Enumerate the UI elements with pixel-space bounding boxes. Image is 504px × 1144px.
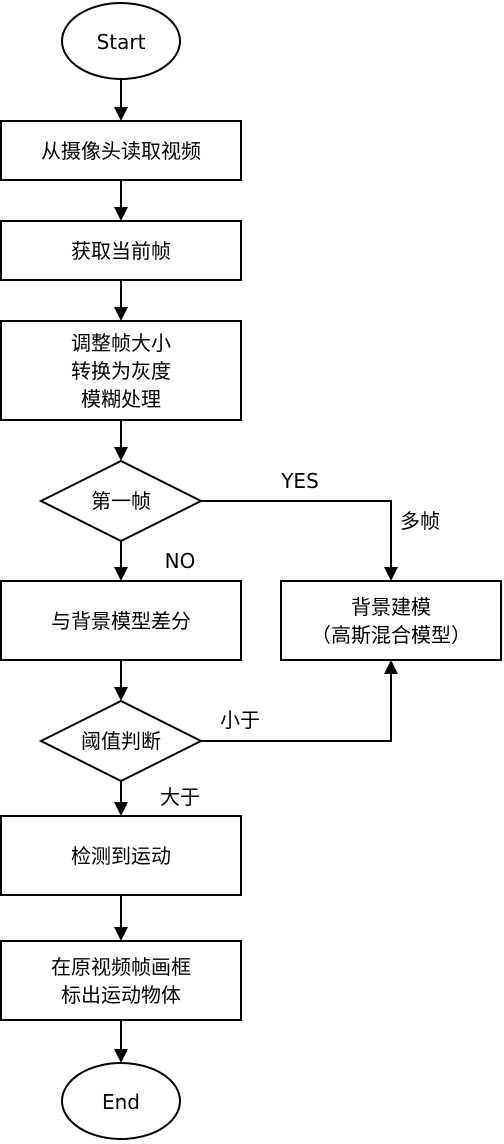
draw-box-line-1: 在原视频帧画框 xyxy=(51,955,191,979)
diff-label: 与背景模型差分 xyxy=(51,609,191,633)
edge-threshold-greater-to-detect xyxy=(114,781,128,816)
edge-preprocess-to-first-frame xyxy=(114,420,128,461)
edge-label-no: NO xyxy=(165,549,196,573)
first-frame-decision: 第一帧 xyxy=(38,459,204,543)
get-frame-label: 获取当前帧 xyxy=(71,239,171,263)
edge-read-to-get-frame xyxy=(114,180,128,221)
edge-draw-box-to-end xyxy=(114,1020,128,1063)
end-label: End xyxy=(102,1090,140,1114)
bg-model-line-2: （高斯混合模型） xyxy=(311,623,471,647)
edge-detect-to-draw-box xyxy=(114,895,128,941)
preprocess-node: 调整帧大小 转换为灰度 模糊处理 xyxy=(0,320,242,421)
start-label: Start xyxy=(97,30,146,54)
edge-label-multi-frame: 多帧 xyxy=(400,509,440,533)
threshold-decision: 阈值判断 xyxy=(38,699,204,783)
bg-model-line-1: 背景建模 xyxy=(351,595,431,619)
read-video-label: 从摄像头读取视频 xyxy=(41,139,201,163)
preprocess-line-3: 模糊处理 xyxy=(81,387,161,411)
end-node: End xyxy=(61,1062,181,1140)
draw-box-node: 在原视频帧画框 标出运动物体 xyxy=(0,940,242,1021)
threshold-label: 阈值判断 xyxy=(81,729,161,753)
detect-label: 检测到运动 xyxy=(71,844,171,868)
edge-start-to-read xyxy=(114,79,128,121)
get-frame-node: 获取当前帧 xyxy=(0,220,242,281)
edge-threshold-less-to-bg-model xyxy=(201,660,398,742)
edge-diff-to-threshold xyxy=(114,660,128,701)
first-frame-label: 第一帧 xyxy=(91,489,151,513)
preprocess-line-1: 调整帧大小 xyxy=(71,331,171,355)
read-video-node: 从摄像头读取视频 xyxy=(0,120,242,181)
bg-model-node: 背景建模 （高斯混合模型） xyxy=(280,580,502,661)
edge-get-frame-to-preprocess xyxy=(114,280,128,321)
edge-first-frame-yes-to-bg-model xyxy=(201,500,398,581)
edge-first-frame-no-to-diff xyxy=(114,541,128,581)
diff-node: 与背景模型差分 xyxy=(0,580,242,661)
edge-label-yes: YES xyxy=(280,469,319,493)
start-node: Start xyxy=(61,2,181,80)
edge-label-less-than: 小于 xyxy=(220,708,260,732)
detect-node: 检测到运动 xyxy=(0,815,242,896)
preprocess-line-2: 转换为灰度 xyxy=(71,359,171,383)
draw-box-line-2: 标出运动物体 xyxy=(61,983,181,1007)
edge-label-greater-than: 大于 xyxy=(160,785,200,809)
